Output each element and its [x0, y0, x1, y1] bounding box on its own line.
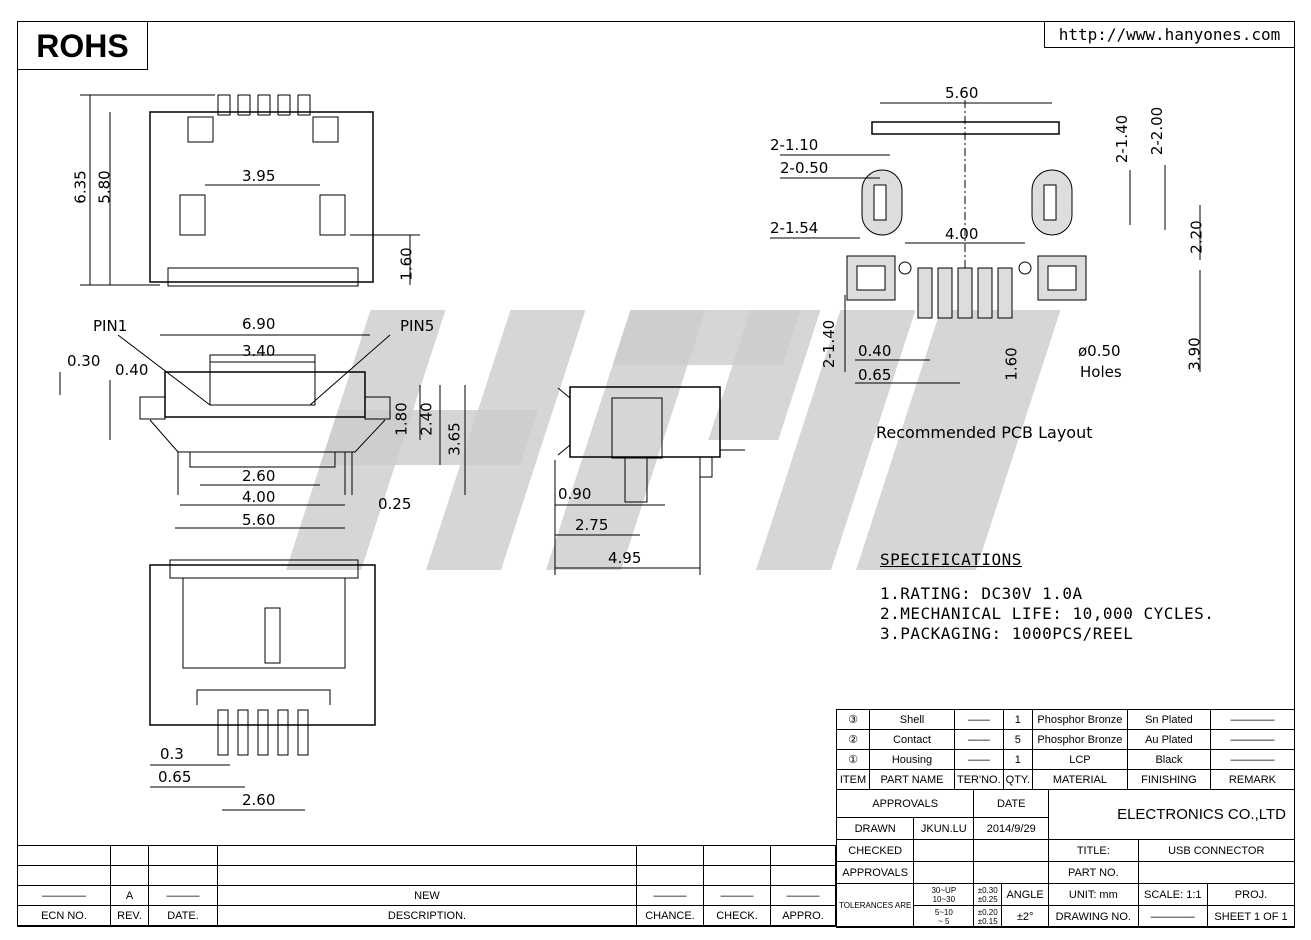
dim-bottom-1: 0.3: [160, 745, 184, 763]
dim-pcb-b: 2-0.50: [780, 159, 829, 177]
dim-pcb-n: 3.90: [1185, 337, 1204, 371]
drawing-title: USB CONNECTOR: [1137, 839, 1296, 862]
dim-pcb-f: 2-2.00: [1148, 106, 1167, 156]
spec-item: 3.PACKAGING: 1000PCS/REEL: [880, 624, 1134, 643]
front-view: [59, 334, 466, 529]
dim-front-w1: 6.90: [242, 315, 276, 333]
dim-front-b2: 4.00: [242, 488, 276, 506]
side-view: [554, 386, 745, 575]
dim-front-b1: 2.60: [242, 467, 276, 485]
dim-front-b3: 5.60: [242, 511, 276, 529]
dim-pcb-e: 2-1.40: [1113, 114, 1132, 164]
website-url[interactable]: http://www.hanyones.com: [1044, 21, 1295, 48]
dim-pcb-l: ø0.50: [1078, 342, 1121, 360]
spec-item: 1.RATING: DC30V 1.0A: [880, 584, 1083, 603]
spec-item: 2.MECHANICAL LIFE: 10,000 CYCLES.: [880, 604, 1215, 623]
spec-title: SPECIFICATIONS: [880, 550, 1022, 569]
bottom-view: [149, 559, 376, 811]
top-view: [80, 94, 420, 287]
dim-pcb-w: 5.60: [945, 84, 979, 102]
dim-pcb-j: 0.65: [858, 366, 892, 384]
dim-top-2: 5.80: [95, 170, 114, 204]
dim-pcb-a: 2-1.10: [770, 136, 819, 154]
dim-front-t2: 0.40: [115, 361, 149, 379]
revision-table: ————A———NEW————————— ECN NO.REV.DATE.DES…: [17, 845, 836, 926]
dim-side-3: 4.95: [608, 549, 642, 567]
dim-front-w2: 3.40: [242, 342, 276, 360]
dim-front-h1: 1.80: [392, 402, 411, 436]
dim-pcb-h: 2-1.40: [820, 319, 839, 369]
rohs-label: ROHS: [17, 21, 148, 70]
dim-front-b4: 0.25: [378, 495, 412, 513]
pcb-caption: Recommended PCB Layout: [876, 423, 1093, 442]
dim-front-h3: 3.65: [445, 422, 464, 456]
dim-pcb-g: 2.20: [1187, 220, 1206, 254]
dim-top-1: 6.35: [71, 170, 90, 204]
dim-front-t1: 0.30: [67, 352, 101, 370]
dim-pcb-d: 4.00: [945, 225, 979, 243]
dim-top-3: 3.95: [242, 167, 276, 185]
dim-front-h2: 2.40: [417, 402, 436, 436]
revision-header: ECN NO.REV.DATE.DESCRIPTION.CHANCE.CHECK…: [17, 905, 836, 926]
dim-pcb-i: 0.40: [858, 342, 892, 360]
dim-bottom-2: 0.65: [158, 768, 192, 786]
specifications: SPECIFICATIONS 1.RATING: DC30V 1.0A 2.ME…: [880, 550, 1214, 644]
dim-pcb-m: Holes: [1080, 363, 1122, 381]
drawing-frame: [17, 21, 1295, 927]
pin5-label: PIN5: [400, 317, 435, 335]
dim-top-4: 1.60: [397, 247, 416, 281]
dim-side-1: 0.90: [558, 485, 592, 503]
dim-pcb-k: 1.60: [1002, 347, 1021, 381]
dim-bottom-3: 2.60: [242, 791, 276, 809]
revision-row: ————A———NEW—————————: [17, 885, 836, 906]
dim-side-2: 2.75: [575, 516, 609, 534]
pin1-label: PIN1: [93, 317, 128, 335]
company-name: ELECTRONICS CO.,LTD: [1048, 789, 1295, 840]
pcb-layout: [770, 100, 1201, 384]
dim-pcb-c: 2-1.54: [770, 219, 819, 237]
